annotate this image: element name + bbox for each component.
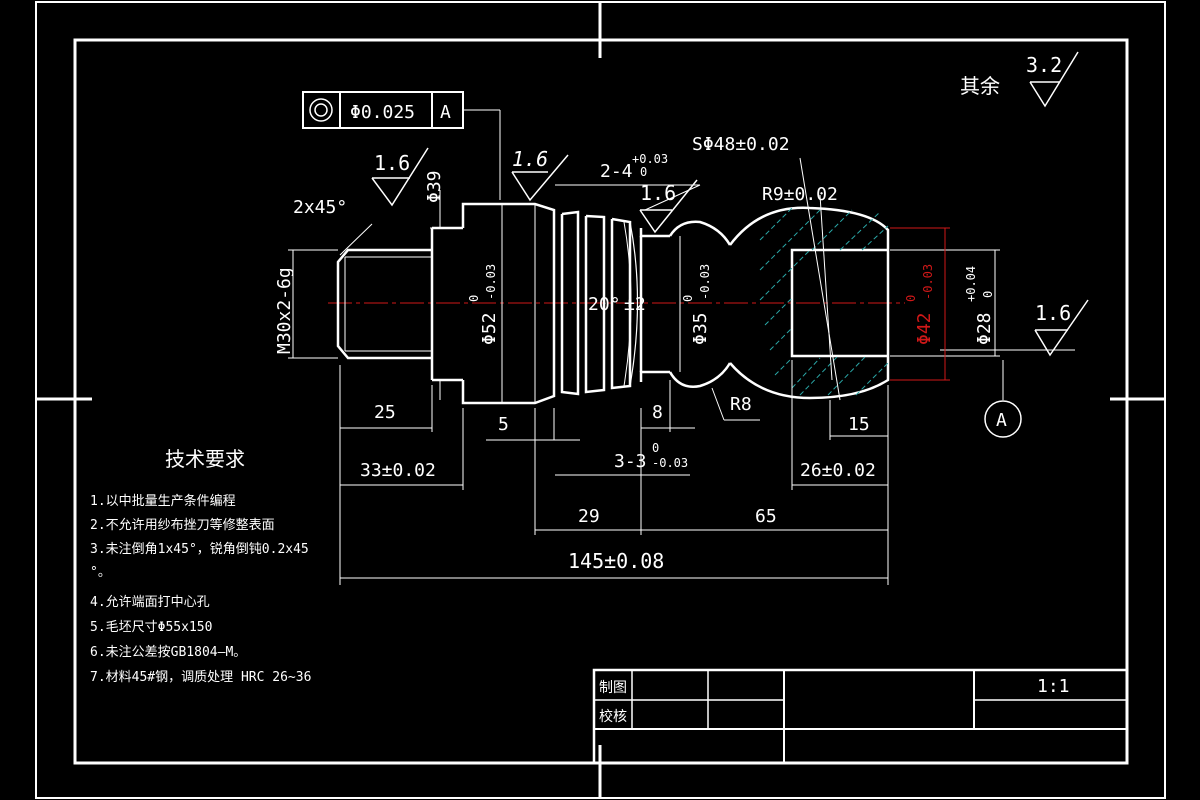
roughness-3: 1.6	[640, 181, 676, 205]
dim-len3-lower: -0.03	[652, 456, 688, 470]
tech-requirements: 技术要求 1.以中批量生产条件编程 2.不允许用纱布挫刀等修整表面 3.未注倒角…	[90, 447, 311, 685]
dim-sphere: SΦ48±0.02	[692, 134, 790, 155]
dim-d42-upper: 0	[904, 295, 918, 302]
dim-len29: 29	[578, 506, 600, 527]
dim-len25: 25	[374, 402, 396, 423]
dimension-texts: 2x45° Φ39 M30x2-6g Φ52 0 -0.03 2-4 +0.03…	[274, 134, 995, 573]
tolerance-frame: Φ0.025 A	[302, 91, 464, 129]
dim-len145: 145±0.08	[568, 549, 664, 573]
tech-item-1: 1.以中批量生产条件编程	[90, 493, 236, 509]
tech-item-7: 7.材料45#钢，调质处理 HRC 26~36	[90, 670, 311, 685]
dim-d35-lower: -0.03	[698, 264, 712, 300]
section-hatch	[759, 207, 889, 396]
dim-angle: 20°	[588, 294, 621, 315]
tech-item-4: 4.允许端面打中心孔	[90, 594, 210, 610]
remaining-value: 3.2	[1026, 53, 1062, 77]
dim-grooves: 2-4	[600, 161, 633, 182]
dim-len5: 5	[498, 414, 509, 435]
tech-item-6: 6.未注公差按GB1804—M。	[90, 645, 246, 660]
dim-d28-lower: 0	[981, 291, 995, 298]
roughness-4: 1.6	[1035, 301, 1071, 325]
dim-len26: 26±0.02	[800, 460, 876, 481]
tech-item-3: 3.未注倒角1x45°，锐角倒钝0.2x45	[90, 542, 309, 557]
tech-item-3b: °。	[90, 565, 111, 580]
dim-d42-lower: -0.03	[921, 264, 935, 300]
dimension-lines-red	[890, 227, 950, 381]
dim-len8: 8	[652, 402, 663, 423]
dim-d39: Φ39	[424, 170, 445, 203]
tech-item-2: 2.不允许用纱布挫刀等修整表面	[90, 517, 275, 533]
dim-angle-tol: ±2	[624, 294, 646, 315]
dim-d28-upper: +0.04	[964, 266, 978, 302]
roughness-1: 1.6	[374, 151, 410, 175]
dim-d35: Φ35	[690, 312, 711, 345]
tolerance-value: Φ0.025	[350, 102, 415, 123]
dim-grooves-upper: +0.03	[632, 152, 668, 166]
dim-d42: Φ42	[914, 312, 935, 345]
title-block-drawn: 制图	[599, 680, 627, 696]
title-block-scale: 1:1	[1037, 676, 1070, 697]
dim-d52: Φ52	[479, 312, 500, 345]
datum-marker: A	[984, 400, 1022, 438]
dim-r9: R9±0.02	[762, 184, 838, 205]
dim-d52-upper: 0	[467, 295, 481, 302]
dim-len15: 15	[848, 414, 870, 435]
dimension-lines	[288, 109, 1075, 585]
dim-d28: Φ28	[974, 312, 995, 345]
dim-r8: R8	[730, 394, 752, 415]
dim-chamfer: 2x45°	[293, 197, 347, 218]
tech-item-5: 5.毛坯尺寸Φ55x150	[90, 620, 212, 635]
datum-label: A	[996, 410, 1007, 431]
remaining-label: 其余	[960, 74, 1000, 98]
roughness-2: 1.6	[512, 147, 548, 171]
dim-len3-upper: 0	[652, 441, 659, 455]
dim-len65: 65	[755, 506, 777, 527]
title-block: 制图 校核 1:1	[592, 668, 1129, 765]
tolerance-datum: A	[440, 102, 451, 123]
title-block-checked: 校核	[599, 708, 627, 725]
dim-thread: M30x2-6g	[274, 267, 295, 354]
dim-grooves-lower: 0	[640, 165, 647, 179]
dim-len33: 33±0.02	[360, 460, 436, 481]
dim-d35-upper: 0	[681, 295, 695, 302]
dim-d52-lower: -0.03	[484, 264, 498, 300]
tech-title: 技术要求	[165, 447, 245, 471]
roughness-labels: 其余 3.2 1.6 1.6 1.6 1.6	[374, 53, 1071, 325]
dim-len3: 3-3	[614, 451, 647, 472]
roughness-symbol	[371, 51, 1089, 357]
